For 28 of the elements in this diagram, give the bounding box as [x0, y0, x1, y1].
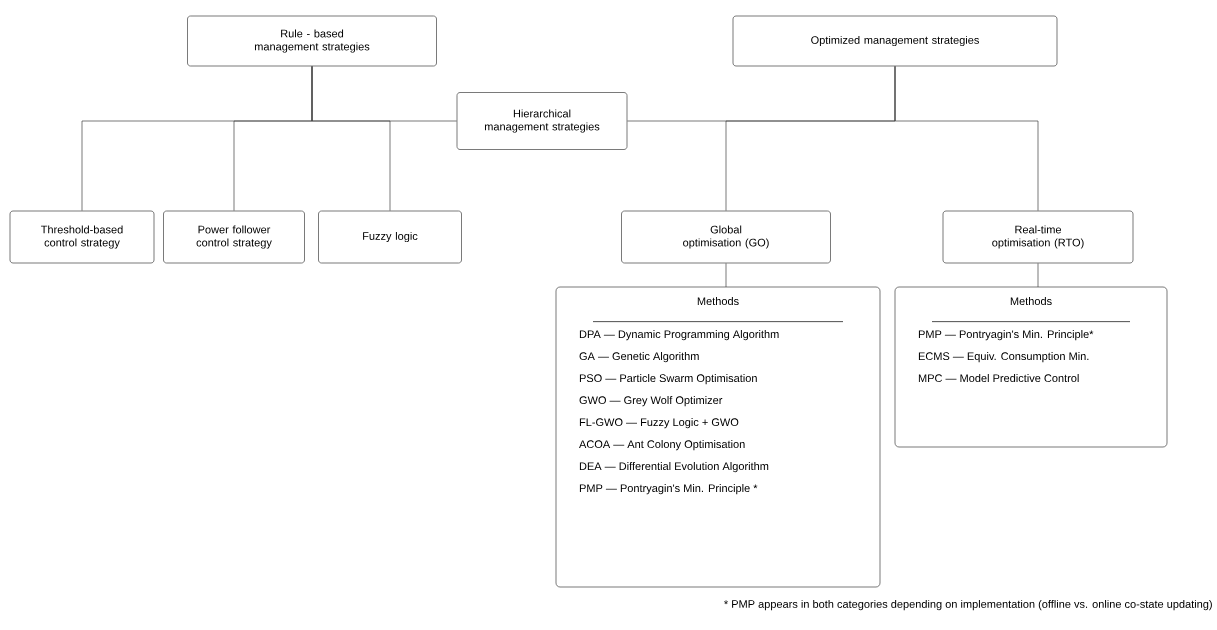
connector-line — [894, 66, 1039, 211]
list-item: MPC — Model Predictive Control — [918, 374, 1079, 383]
connector-line — [1037, 263, 1039, 288]
footnote: * PMP appears in both categories depending on implementation (offline vs. online co-state updating) — [724, 599, 1212, 611]
list-item: GA — Genetic Algorithm — [579, 352, 699, 363]
strategy-box: Fuzzy logic — [318, 210, 462, 264]
connector-line — [311, 66, 457, 122]
strategy-box: Threshold-based control strategy — [9, 210, 155, 264]
list-item: PMP — Pontryagin's Min. Principle* — [918, 330, 1094, 341]
list-item: DEA — Differential Evolution Algorithm — [579, 462, 769, 473]
list-heading: Methods — [697, 297, 739, 306]
strategy-box: Global optimisation (GO) — [621, 210, 831, 264]
connector-line — [725, 263, 727, 288]
strategy-box: Hierarchical management strategies — [456, 92, 628, 150]
strategy-box: Real-time optimisation (RTO) — [942, 210, 1134, 264]
list-heading: Methods — [1010, 297, 1052, 306]
list-item: DPA — Dynamic Programming Algorithm — [579, 330, 779, 341]
list-item: GWO — Grey Wolf Optimizer — [579, 396, 723, 407]
methods-list-box — [894, 286, 1168, 448]
list-item: ECMS — Equiv. Consumption Min. — [918, 352, 1089, 363]
list-item: ACOA — Ant Colony Optimisation — [579, 440, 745, 451]
list-item: PSO — Particle Swarm Optimisation — [579, 374, 757, 385]
strategy-box: Power follower control strategy — [163, 210, 305, 264]
list-item: FL-GWO — Fuzzy Logic + GWO — [579, 418, 739, 429]
strategy-box: Optimized management strategies — [732, 15, 1058, 67]
strategy-box: Rule - based management strategies — [187, 15, 437, 67]
list-item: PMP — Pontryagin's Min. Principle * — [579, 484, 758, 495]
methods-list-box — [555, 286, 881, 588]
